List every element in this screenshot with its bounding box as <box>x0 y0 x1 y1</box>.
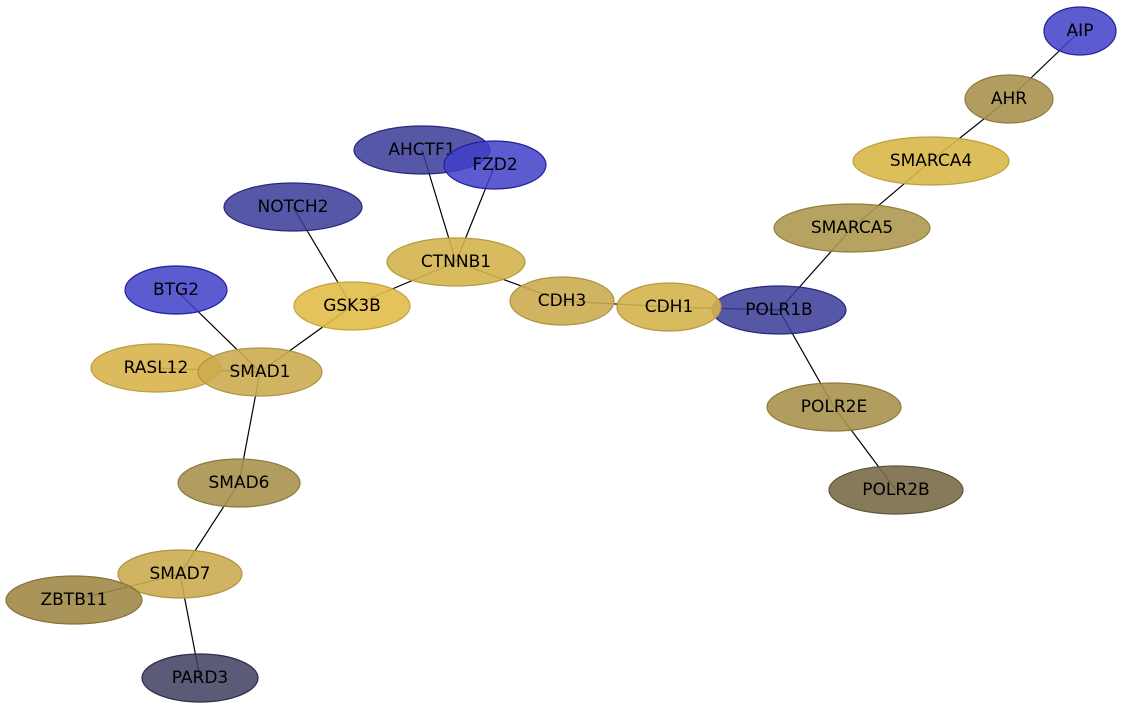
node-smarca4[interactable]: SMARCA4 <box>852 136 1010 186</box>
node-polr2e[interactable]: POLR2E <box>766 382 902 432</box>
node-shape <box>852 136 1010 186</box>
node-smad1[interactable]: SMAD1 <box>197 347 323 397</box>
node-polr1b[interactable]: POLR1B <box>711 285 847 335</box>
node-rasl12[interactable]: RASL12 <box>90 343 222 393</box>
node-smad6[interactable]: SMAD6 <box>177 458 301 508</box>
node-gsk3b[interactable]: GSK3B <box>293 281 411 331</box>
node-cdh1[interactable]: CDH1 <box>616 282 722 332</box>
node-shape <box>443 140 547 190</box>
node-label: CTNNB1 <box>421 252 491 272</box>
node-btg2[interactable]: BTG2 <box>124 265 228 315</box>
node-label: SMAD1 <box>230 362 291 382</box>
node-label: SMARCA4 <box>890 151 972 171</box>
node-shape <box>177 458 301 508</box>
node-shape <box>124 265 228 315</box>
node-shape <box>773 203 931 253</box>
node-shape <box>141 653 259 703</box>
node-label: POLR2E <box>801 397 867 417</box>
node-label: GSK3B <box>323 296 381 316</box>
node-shape <box>1043 6 1117 56</box>
node-label: CDH1 <box>645 297 694 317</box>
node-shape <box>223 182 363 232</box>
node-label: RASL12 <box>124 358 189 378</box>
node-notch2[interactable]: NOTCH2 <box>223 182 363 232</box>
node-smad7[interactable]: SMAD7 <box>117 549 243 599</box>
node-label: FZD2 <box>472 155 517 175</box>
node-shape <box>5 575 143 625</box>
node-label: POLR2B <box>862 480 929 500</box>
node-label: SMARCA5 <box>811 218 893 238</box>
node-shape <box>509 276 615 326</box>
node-label: NOTCH2 <box>258 197 329 217</box>
node-zbtb11[interactable]: ZBTB11 <box>5 575 143 625</box>
node-label: SMAD7 <box>150 564 211 584</box>
node-shape <box>117 549 243 599</box>
node-label: AIP <box>1067 21 1094 41</box>
node-ctnnb1[interactable]: CTNNB1 <box>386 237 526 287</box>
node-label: POLR1B <box>745 300 812 320</box>
node-label: AHR <box>991 89 1027 109</box>
node-shape <box>386 237 526 287</box>
node-label: AHCTF1 <box>388 140 455 160</box>
node-polr2b[interactable]: POLR2B <box>828 465 964 515</box>
node-cdh3[interactable]: CDH3 <box>509 276 615 326</box>
node-label: PARD3 <box>172 668 229 688</box>
node-fzd2[interactable]: FZD2 <box>443 140 547 190</box>
node-label: ZBTB11 <box>41 590 108 610</box>
node-smarca5[interactable]: SMARCA5 <box>773 203 931 253</box>
node-label: SMAD6 <box>209 473 270 493</box>
node-pard3[interactable]: PARD3 <box>141 653 259 703</box>
node-aip[interactable]: AIP <box>1043 6 1117 56</box>
node-shape <box>828 465 964 515</box>
node-shape <box>197 347 323 397</box>
node-shape <box>964 74 1054 124</box>
node-shape <box>616 282 722 332</box>
node-label: BTG2 <box>153 280 199 300</box>
node-label: CDH3 <box>538 291 587 311</box>
node-shape <box>293 281 411 331</box>
node-shape <box>766 382 902 432</box>
node-ahr[interactable]: AHR <box>964 74 1054 124</box>
